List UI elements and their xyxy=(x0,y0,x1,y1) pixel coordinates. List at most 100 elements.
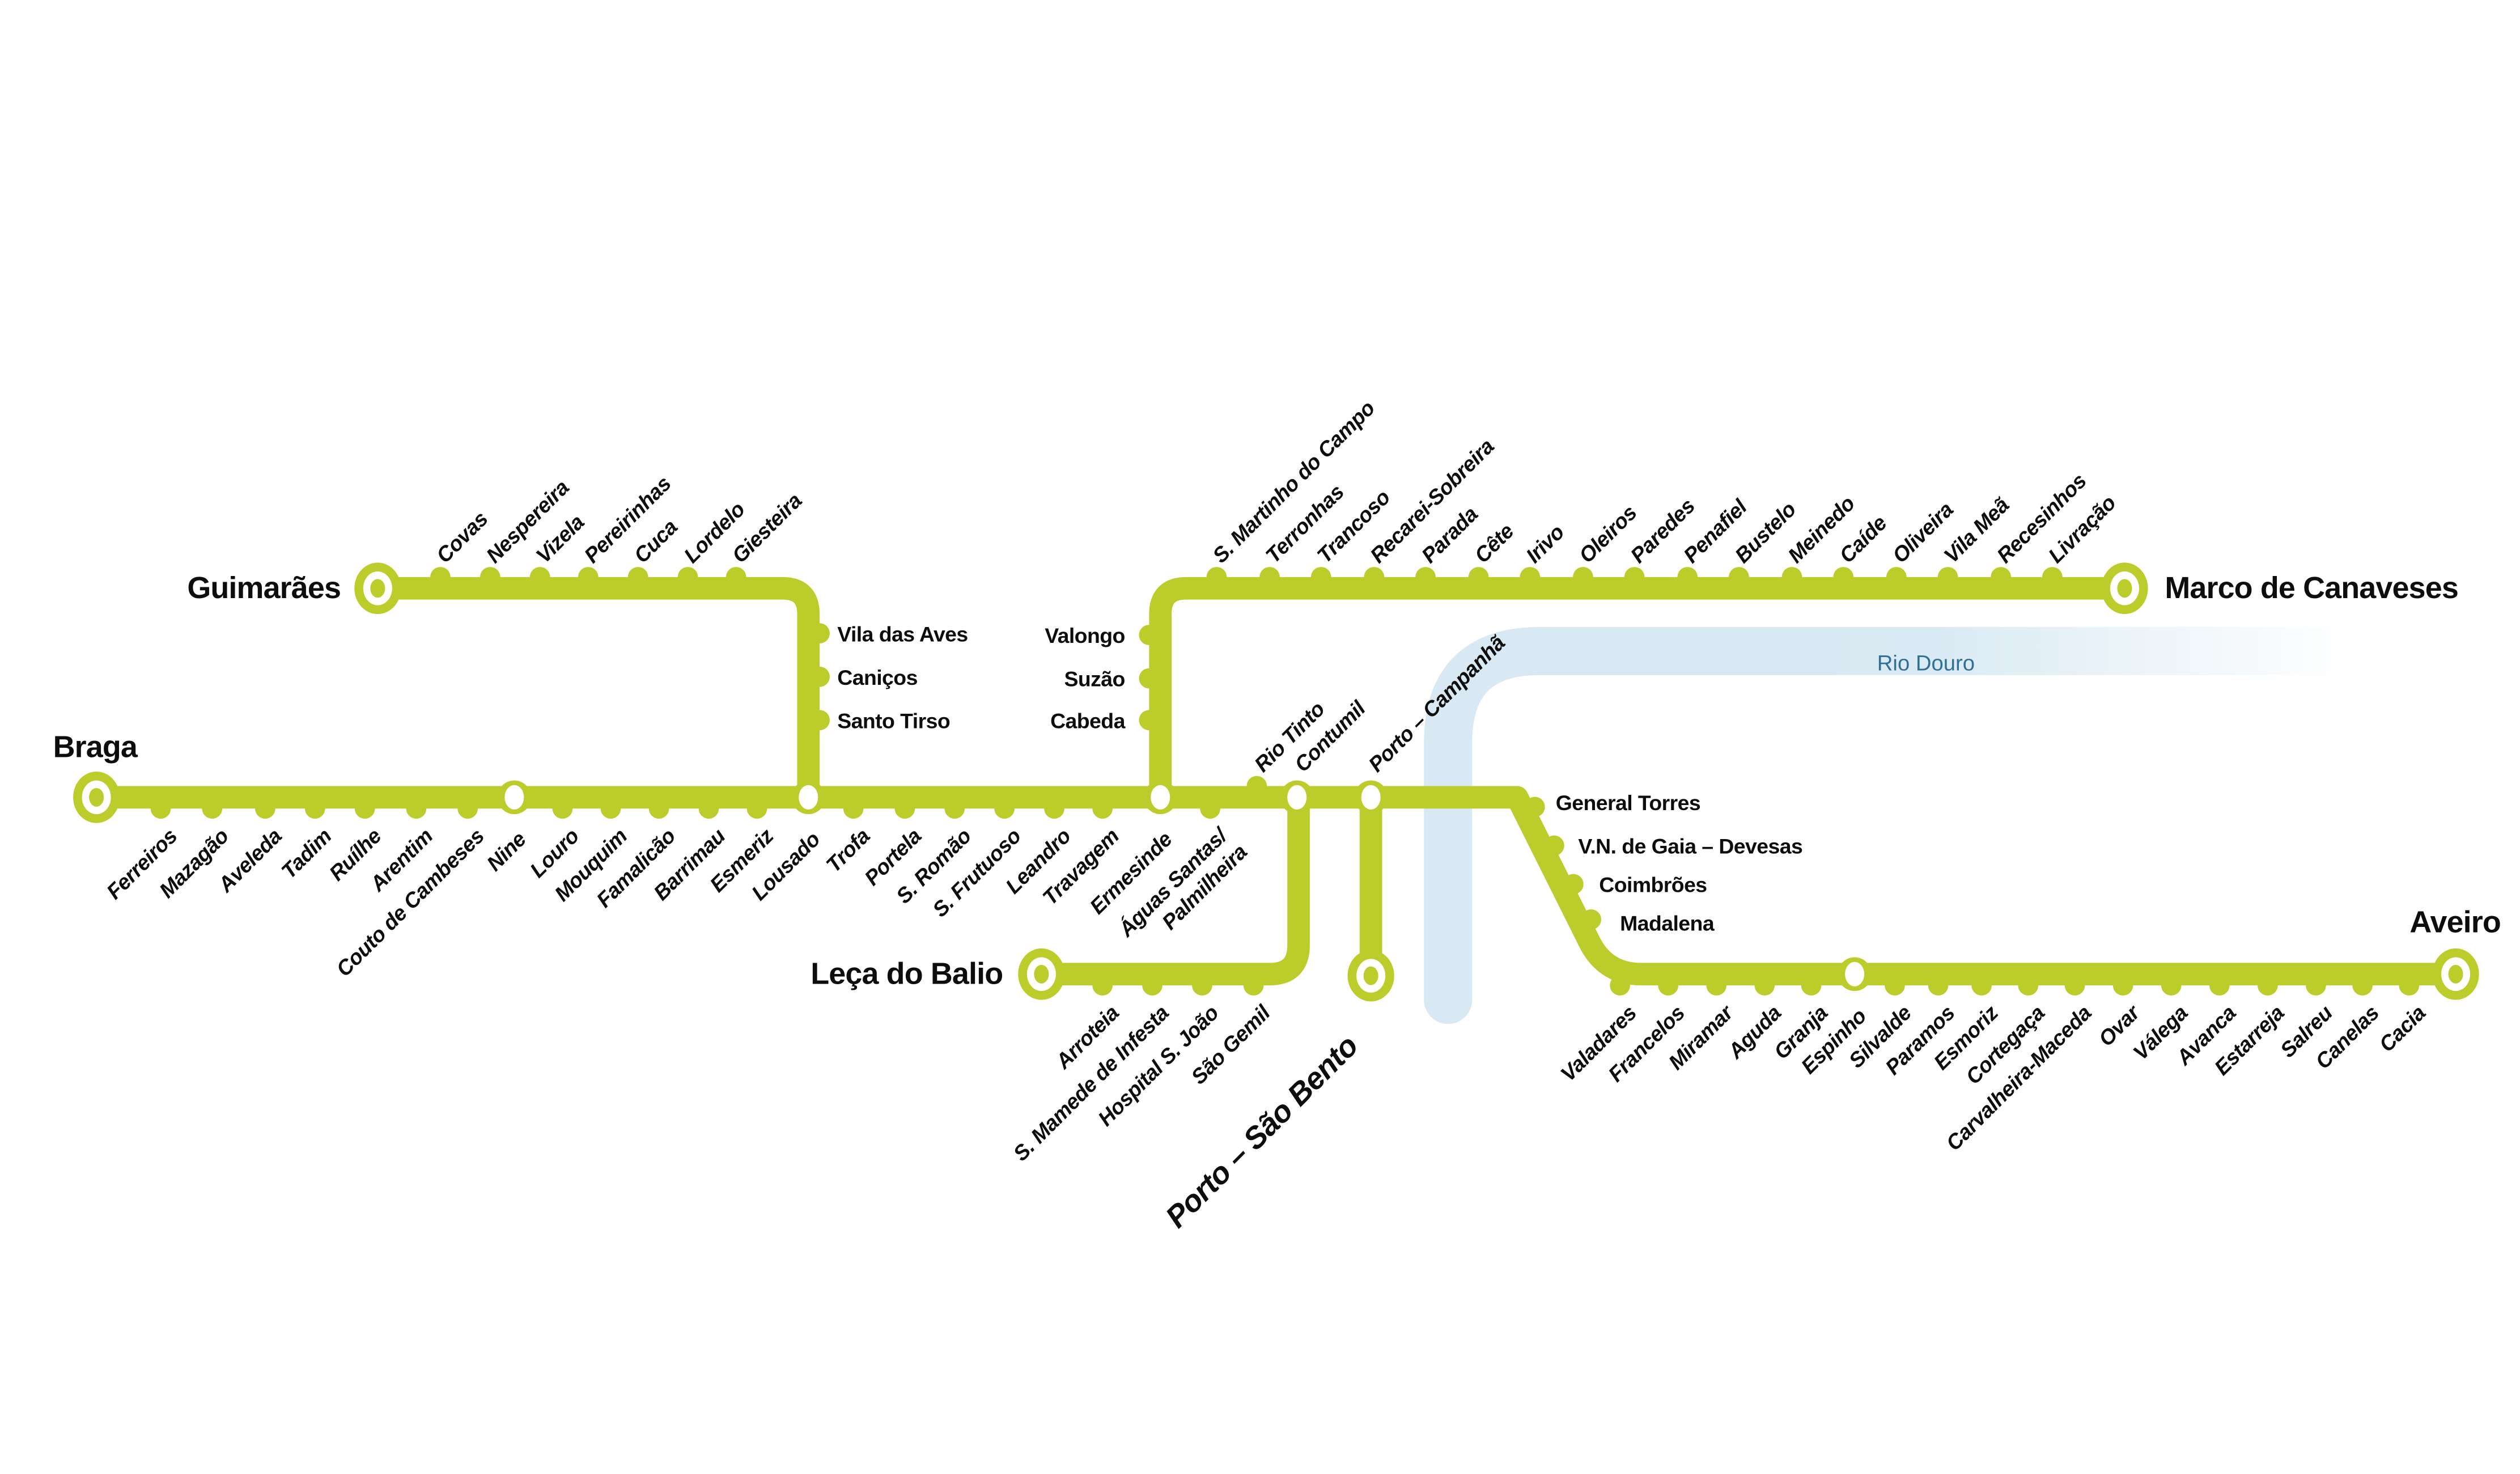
station-label: Tadim xyxy=(277,824,336,883)
line-leca-branch xyxy=(1041,797,1310,986)
station-tick xyxy=(2064,975,2085,996)
station-tick xyxy=(1139,668,1160,689)
station-label: Covas xyxy=(431,507,492,567)
station-label: Vila das Aves xyxy=(837,622,968,646)
station-tick xyxy=(1544,835,1564,856)
station-tick xyxy=(1658,975,1679,996)
station-tick xyxy=(1092,798,1113,819)
rio-douro-label: Rio Douro xyxy=(1877,651,1975,675)
station-label: Cête xyxy=(1470,519,1518,567)
station-label: General Torres xyxy=(1556,791,1700,815)
station-tick xyxy=(1781,567,1802,587)
terminus-label-marco: Marco de Canaveses xyxy=(2165,571,2458,605)
station-tick xyxy=(1139,710,1160,731)
station-label: Giesteira xyxy=(727,489,806,567)
station-tick xyxy=(1044,798,1064,819)
terminus-guimaraes: Guimarães xyxy=(187,562,401,615)
station-tick xyxy=(1563,874,1584,895)
rail-lines xyxy=(96,577,2456,986)
interchange-dot xyxy=(1151,785,1170,810)
stations: FerreirosMazagãoAveledaTadimRuílheArenti… xyxy=(102,396,2430,1166)
station-tick xyxy=(698,798,719,819)
rio-douro-band xyxy=(1424,626,2371,1024)
station-tick xyxy=(1729,567,1749,587)
station-label: Valongo xyxy=(1045,624,1125,647)
interchange-dot xyxy=(1287,785,1307,810)
station-tick xyxy=(600,798,621,819)
station-tick xyxy=(552,798,573,819)
station-tick xyxy=(254,798,275,819)
station-tick xyxy=(1581,909,1601,930)
station-label: Irivo xyxy=(1521,520,1569,567)
terminus-leca-do-balio: Leça do Balio xyxy=(811,948,1065,1000)
station-label: Oleiros xyxy=(1574,501,1641,567)
line-marco-branch xyxy=(1149,577,2125,798)
terminus-label-guimaraes: Guimarães xyxy=(187,571,341,605)
station-tick xyxy=(2042,567,2063,587)
station-tick xyxy=(480,567,500,587)
line-guimaraes-branch xyxy=(377,577,820,798)
station-tick xyxy=(2209,975,2230,996)
station-tick xyxy=(1364,567,1385,587)
station-label: Nine xyxy=(482,827,530,875)
station-tick xyxy=(1677,567,1698,587)
station-tick xyxy=(2399,975,2420,996)
station-tick xyxy=(1142,975,1163,996)
station-tick xyxy=(578,567,599,587)
station-tick xyxy=(2306,975,2326,996)
station-tick xyxy=(1885,975,1905,996)
interchange-dot xyxy=(1361,785,1381,810)
station-tick xyxy=(1246,776,1267,797)
terminus-label-sao-bento: Porto – São Bento xyxy=(1159,1029,1364,1234)
station-tick xyxy=(1524,797,1545,818)
station-label: Suzão xyxy=(1064,667,1125,691)
station-tick xyxy=(1310,567,1331,587)
station-tick xyxy=(2161,975,2182,996)
station-tick xyxy=(2352,975,2373,996)
station-tick xyxy=(304,798,325,819)
terminus-label-braga: Braga xyxy=(53,730,138,764)
station-tick xyxy=(1928,975,1949,996)
terminus-marco-de-canaveses: Marco de Canaveses xyxy=(2101,562,2459,615)
station-tick xyxy=(529,567,550,587)
station-tick xyxy=(202,798,223,819)
terminus-label-leca: Leça do Balio xyxy=(811,956,1003,990)
terminus-label-aveiro: Aveiro xyxy=(2409,905,2501,939)
station-tick xyxy=(726,567,746,587)
station-tick xyxy=(1971,975,1992,996)
station-tick xyxy=(677,567,698,587)
station-tick xyxy=(457,798,478,819)
line-braga-aveiro xyxy=(96,786,2456,986)
station-label: Cabeda xyxy=(1050,709,1126,732)
station-tick xyxy=(150,798,171,819)
station-label: Águas Santas/Palmilheira xyxy=(1113,821,1251,960)
station-tick xyxy=(994,798,1015,819)
station-tick xyxy=(354,798,375,819)
station-tick xyxy=(1754,975,1775,996)
station-tick xyxy=(1833,567,1854,587)
station-tick xyxy=(1192,975,1212,996)
station-tick xyxy=(1610,975,1631,996)
station-tick xyxy=(1991,567,2012,587)
station-tick xyxy=(1706,975,1727,996)
interchange-dot xyxy=(504,785,524,810)
station-tick xyxy=(809,623,830,644)
station-label: Cacia xyxy=(2374,1001,2430,1056)
station-label: Coimbrões xyxy=(1599,873,1707,897)
station-label: Madalena xyxy=(1620,912,1715,935)
station-tick xyxy=(809,710,830,731)
terminus-aveiro: Aveiro xyxy=(2409,905,2501,1000)
station-tick xyxy=(894,798,915,819)
terminus-braga: Braga xyxy=(53,730,139,823)
station-tick xyxy=(1624,567,1645,587)
station-tick xyxy=(2257,975,2278,996)
station-tick xyxy=(648,798,669,819)
station-tick xyxy=(944,798,965,819)
station-tick xyxy=(1092,975,1113,996)
station-tick xyxy=(1468,567,1489,587)
station-tick xyxy=(430,567,451,587)
station-tick xyxy=(1415,567,1436,587)
station-tick xyxy=(1573,567,1593,587)
